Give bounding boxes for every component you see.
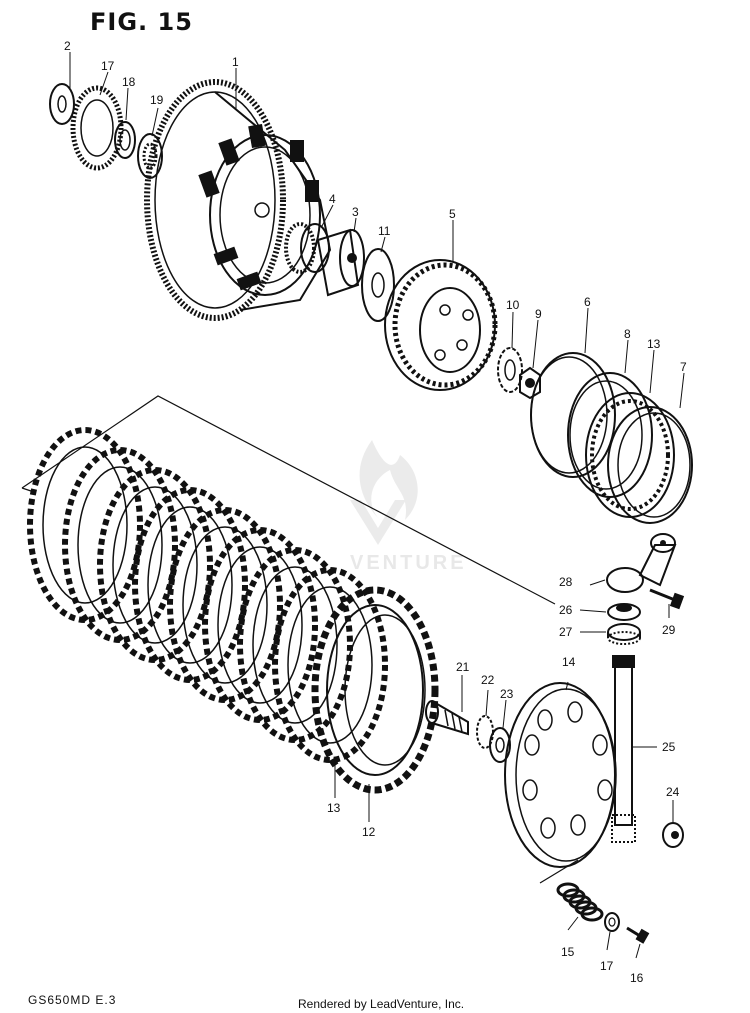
part-20-bearing[interactable] (137, 133, 163, 179)
callout-17: 17 (600, 959, 614, 973)
part-14-pressure-plate[interactable] (504, 682, 617, 868)
callout-29: 29 (662, 623, 676, 637)
callout-10: 10 (506, 298, 520, 312)
callout-8: 8 (624, 327, 631, 341)
callout-16: 16 (630, 971, 644, 985)
callout-7: 7 (680, 360, 687, 374)
callout-15: 15 (561, 945, 575, 959)
part-2-thrust-washer[interactable] (49, 83, 75, 125)
figure-title: FIG. 15 (90, 8, 193, 36)
spring-group-outline (539, 859, 579, 884)
part-25-release-rod[interactable] (611, 655, 636, 843)
part-29-bolt[interactable] (649, 588, 685, 610)
part-18-gear-plate[interactable] (70, 85, 124, 171)
part-26-nut[interactable] (607, 603, 641, 621)
part-28-release-arm[interactable] (606, 533, 677, 593)
plate-stack-drive-plates (27, 427, 388, 763)
part-16-bolt[interactable] (626, 926, 650, 944)
callout-21: 21 (456, 660, 470, 674)
callout-11: 11 (378, 224, 391, 238)
callout-23: 23 (500, 687, 514, 701)
part-21-bolt[interactable] (425, 700, 469, 736)
part-15-clutch-spring[interactable] (556, 882, 604, 922)
callout-22: 22 (481, 673, 495, 687)
watermark-logo (350, 440, 418, 545)
part-7-circlip[interactable] (607, 406, 693, 524)
part-17-washer[interactable] (604, 912, 620, 932)
callout-13-top: 13 (647, 337, 661, 351)
part-23-washer[interactable] (489, 727, 511, 763)
callout-20: 19 (150, 93, 164, 107)
plate-stack-front-plate (311, 586, 439, 794)
callout-19: 18 (122, 75, 136, 89)
callout-26: 26 (559, 603, 573, 617)
drawing-code: GS650MD E.3 (28, 993, 117, 1007)
part-1-clutch-housing[interactable] (144, 79, 332, 321)
callout-13-bottom: 13 (327, 801, 341, 815)
part-6-ring[interactable] (530, 352, 616, 478)
credit-line: Rendered by LeadVenture, Inc. (298, 997, 465, 1011)
part-3-sleeve[interactable] (316, 228, 365, 297)
part-11-thrust-washer[interactable] (361, 248, 395, 322)
callout-4: 4 (329, 192, 336, 206)
callout-25: 25 (662, 740, 676, 754)
part-24-bushing[interactable] (662, 822, 684, 848)
callout-24: 24 (666, 785, 680, 799)
callout-labels: 2 17 18 19 1 4 3 11 5 10 9 6 8 13 7 28 2… (64, 39, 687, 985)
part-27-bearing[interactable] (607, 623, 641, 645)
callout-27: 27 (559, 625, 573, 639)
callout-1: 1 (232, 55, 239, 69)
part-19-spacer[interactable] (114, 121, 136, 159)
callout-9: 9 (535, 307, 542, 321)
part-9-nut[interactable] (519, 366, 541, 400)
callout-6: 6 (584, 295, 591, 309)
callout-12: 12 (362, 825, 376, 839)
callout-14: 14 (562, 655, 576, 669)
part-10-lock-washer[interactable] (497, 347, 523, 393)
leader-lines (69, 52, 685, 959)
callout-5: 5 (449, 207, 456, 221)
callout-3: 3 (352, 205, 359, 219)
part-13-driven-plate[interactable] (585, 392, 675, 518)
part-8-spring-washer[interactable] (567, 372, 653, 498)
callout-2: 2 (64, 39, 71, 53)
callout-18: 17 (101, 59, 115, 73)
part-4-needle-bearing[interactable] (284, 222, 330, 274)
watermark-text: VENTURE (350, 552, 467, 574)
plate-stack[interactable] (27, 427, 439, 794)
callout-28: 28 (559, 575, 573, 589)
part-5-clutch-sleeve-hub[interactable] (384, 259, 498, 391)
